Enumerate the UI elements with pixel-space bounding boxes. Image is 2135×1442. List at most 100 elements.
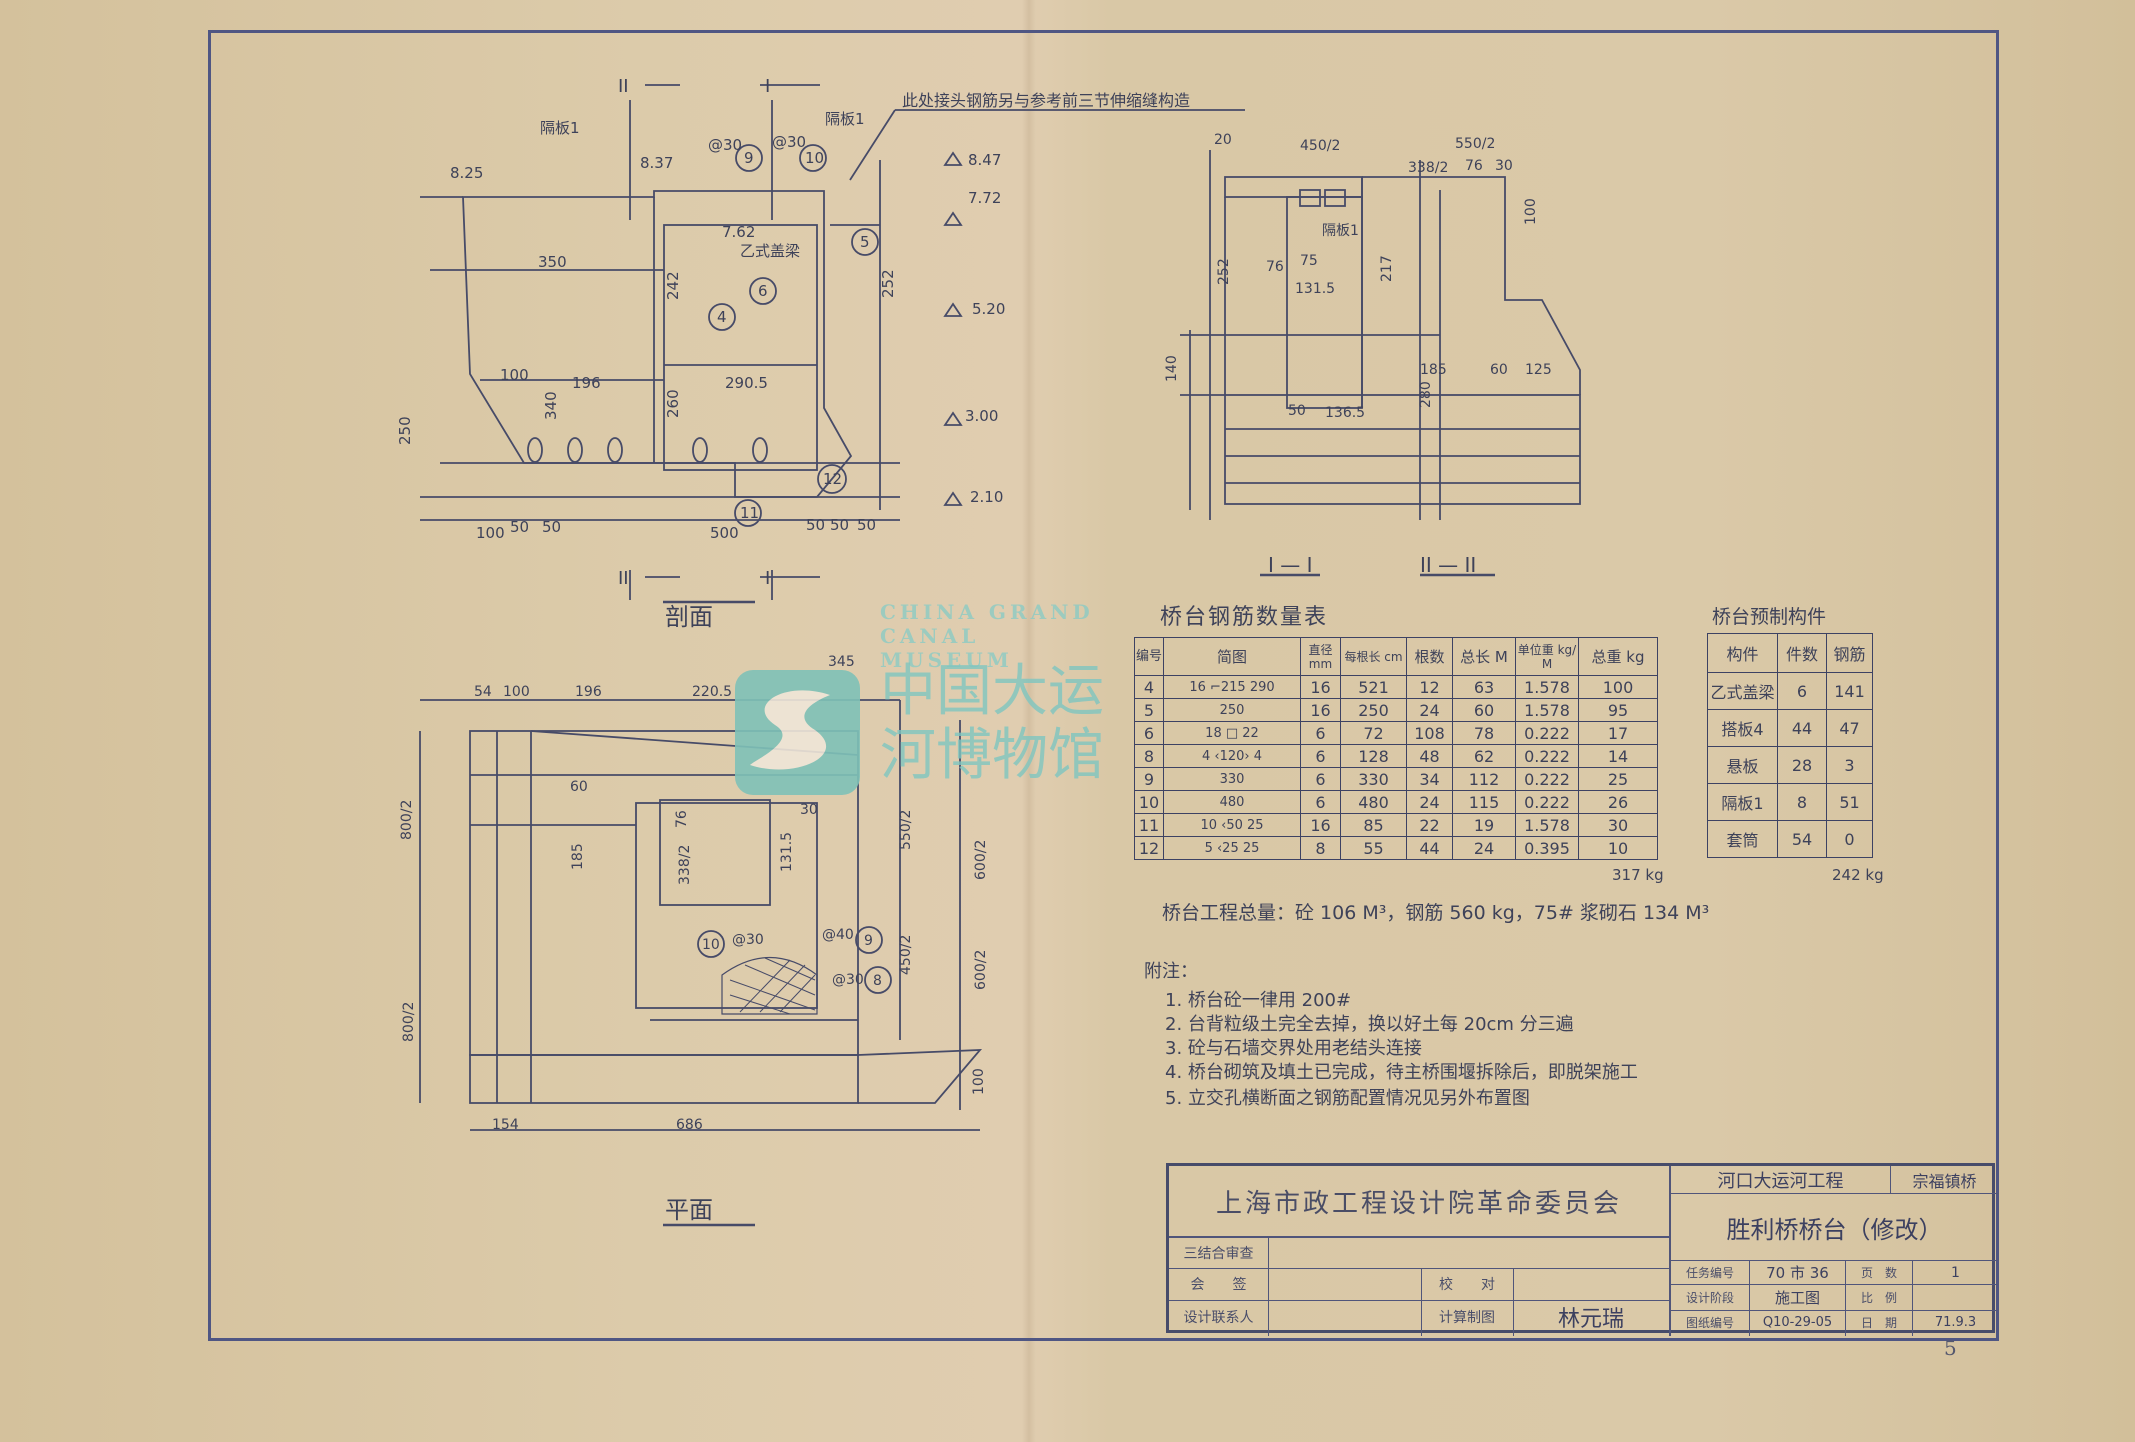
table-cell: 480 <box>1163 790 1301 814</box>
dim-label: 4 <box>717 308 727 326</box>
dim-label: 50 <box>830 516 849 534</box>
table-cell: 8 <box>1134 744 1164 768</box>
note-item: 4. 桥台砌筑及填土已完成，待主桥围堰拆除后，即脱架施工 <box>1165 1062 1638 1083</box>
section-mark: II <box>618 568 629 589</box>
rebar-table-title: 桥台钢筋数量表 <box>1160 605 1329 630</box>
dim-label: 12 <box>823 470 842 488</box>
table-cell: 16 <box>1300 813 1341 837</box>
dim-label: @40 <box>822 927 854 943</box>
table-cell: 4 ‹120› 4 <box>1163 744 1301 768</box>
table-cell: 250 <box>1163 698 1301 722</box>
dim-label: 350 <box>538 253 567 271</box>
table-cell: 19 <box>1452 813 1516 837</box>
table-cell: 6 <box>1300 767 1341 791</box>
dim-label: 450/2 <box>1300 138 1340 154</box>
header-cell: 编号 <box>1134 637 1164 676</box>
section-mark: II <box>618 76 629 97</box>
dim-label: 338/2 <box>1408 160 1448 176</box>
organization-name: 上海市政工程设计院革命委员会 <box>1215 1188 1622 1219</box>
total-quantities: 桥台工程总量：砼 106 M³，钢筋 560 kg，75# 浆砌石 134 M³ <box>1162 902 1710 924</box>
table-cell: 480 <box>1340 790 1407 814</box>
drafter-signature: 林元瑞 <box>1557 1306 1624 1332</box>
dim-label: 5.20 <box>972 300 1005 318</box>
drawing-frame <box>208 30 1999 1341</box>
dim-label: @30 <box>772 133 806 151</box>
project-name: 河口大运河工程 <box>1717 1170 1844 1192</box>
dim-label: 30 <box>800 802 818 818</box>
dim-label: 242 <box>664 271 682 300</box>
table-cell: 108 <box>1406 721 1453 745</box>
table-cell: 16 ⌐215 290 <box>1163 675 1301 699</box>
table-cell: 0.222 <box>1515 744 1579 768</box>
table-cell: 24 <box>1452 836 1516 860</box>
table-cell: 17 <box>1578 721 1658 745</box>
note-item: 3. 砼与石墙交界处用老结头连接 <box>1165 1038 1422 1059</box>
dim-label: 100 <box>476 524 505 542</box>
watermark-text-cn: 中国大运河博物馆 <box>880 659 1104 788</box>
dim-label: 54 <box>474 684 492 700</box>
table-cell: 0.395 <box>1515 836 1579 860</box>
label-task-no: 任务编号 <box>1685 1266 1734 1280</box>
dim-label: 隔板1 <box>1322 223 1359 239</box>
dim-label: 10 <box>702 937 720 953</box>
table-cell: 乙式盖梁 <box>1707 672 1778 710</box>
table-cell: 10 ‹50 25 <box>1163 813 1301 837</box>
task-no-value: 70 市 36 <box>1766 1264 1829 1282</box>
label-drawing-no: 图纸编号 <box>1685 1315 1734 1330</box>
table-cell: 12 <box>1406 675 1453 699</box>
table-cell: 115 <box>1452 790 1516 814</box>
dim-label: 220.5 <box>692 684 732 700</box>
label-stage: 设计阶段 <box>1685 1291 1734 1305</box>
header-cell: 直径 mm <box>1300 637 1341 676</box>
dim-label: 8.47 <box>968 151 1001 169</box>
table-cell: 套筒 <box>1707 820 1778 858</box>
table-cell: 搭板4 <box>1707 709 1778 747</box>
table-cell: 悬板 <box>1707 746 1778 784</box>
dim-label: 8.37 <box>640 154 673 172</box>
dim-label: 196 <box>575 684 602 700</box>
dim-label: 100 <box>500 366 529 384</box>
table-cell: 128 <box>1340 744 1407 768</box>
rebar-table: 编号 简图 直径 mm 每根长 cm 根数 总长 M 单位重 kg/M 总重 k… <box>1134 637 1658 860</box>
table-cell: 12 <box>1134 836 1164 860</box>
dim-label: 50 <box>806 516 825 534</box>
label-contact: 设计联系人 <box>1183 1309 1254 1326</box>
dim-label: 196 <box>572 374 601 392</box>
dim-label: 600/2 <box>973 840 989 880</box>
table-cell: 5 <box>1134 698 1164 722</box>
dim-label: 100 <box>971 1068 987 1095</box>
dim-label: 340 <box>542 391 560 420</box>
drawing-title: 胜利桥桥台（修改） <box>1726 1215 1943 1244</box>
dim-label: 280 <box>1418 381 1434 408</box>
dim-label: 252 <box>879 269 897 298</box>
table-cell: 4 <box>1134 675 1164 699</box>
dim-label: @30 <box>832 972 864 988</box>
dim-label: 338/2 <box>677 845 693 885</box>
page-number: 5 <box>1944 1336 1957 1360</box>
dim-label: 50 <box>510 518 529 536</box>
drawing-no-value: Q10-29-05 <box>1762 1314 1833 1330</box>
table-cell: 48 <box>1406 744 1453 768</box>
label-drafter: 计算制图 <box>1439 1309 1495 1326</box>
dim-label: 76 <box>1465 158 1483 174</box>
dim-label: 20 <box>1214 132 1232 148</box>
table-cell: 11 <box>1134 813 1164 837</box>
dim-label: @30 <box>732 932 764 948</box>
header-cell: 总长 M <box>1452 637 1516 676</box>
header-cell: 简图 <box>1163 637 1301 676</box>
dim-label: 9 <box>744 149 754 167</box>
museum-logo-watermark <box>735 670 860 795</box>
scale-value <box>1913 1285 1998 1310</box>
table-cell: 54 <box>1777 820 1827 858</box>
label-pages: 页 数 <box>1860 1266 1897 1280</box>
table-cell: 330 <box>1340 767 1407 791</box>
dim-label: 100 <box>503 684 530 700</box>
